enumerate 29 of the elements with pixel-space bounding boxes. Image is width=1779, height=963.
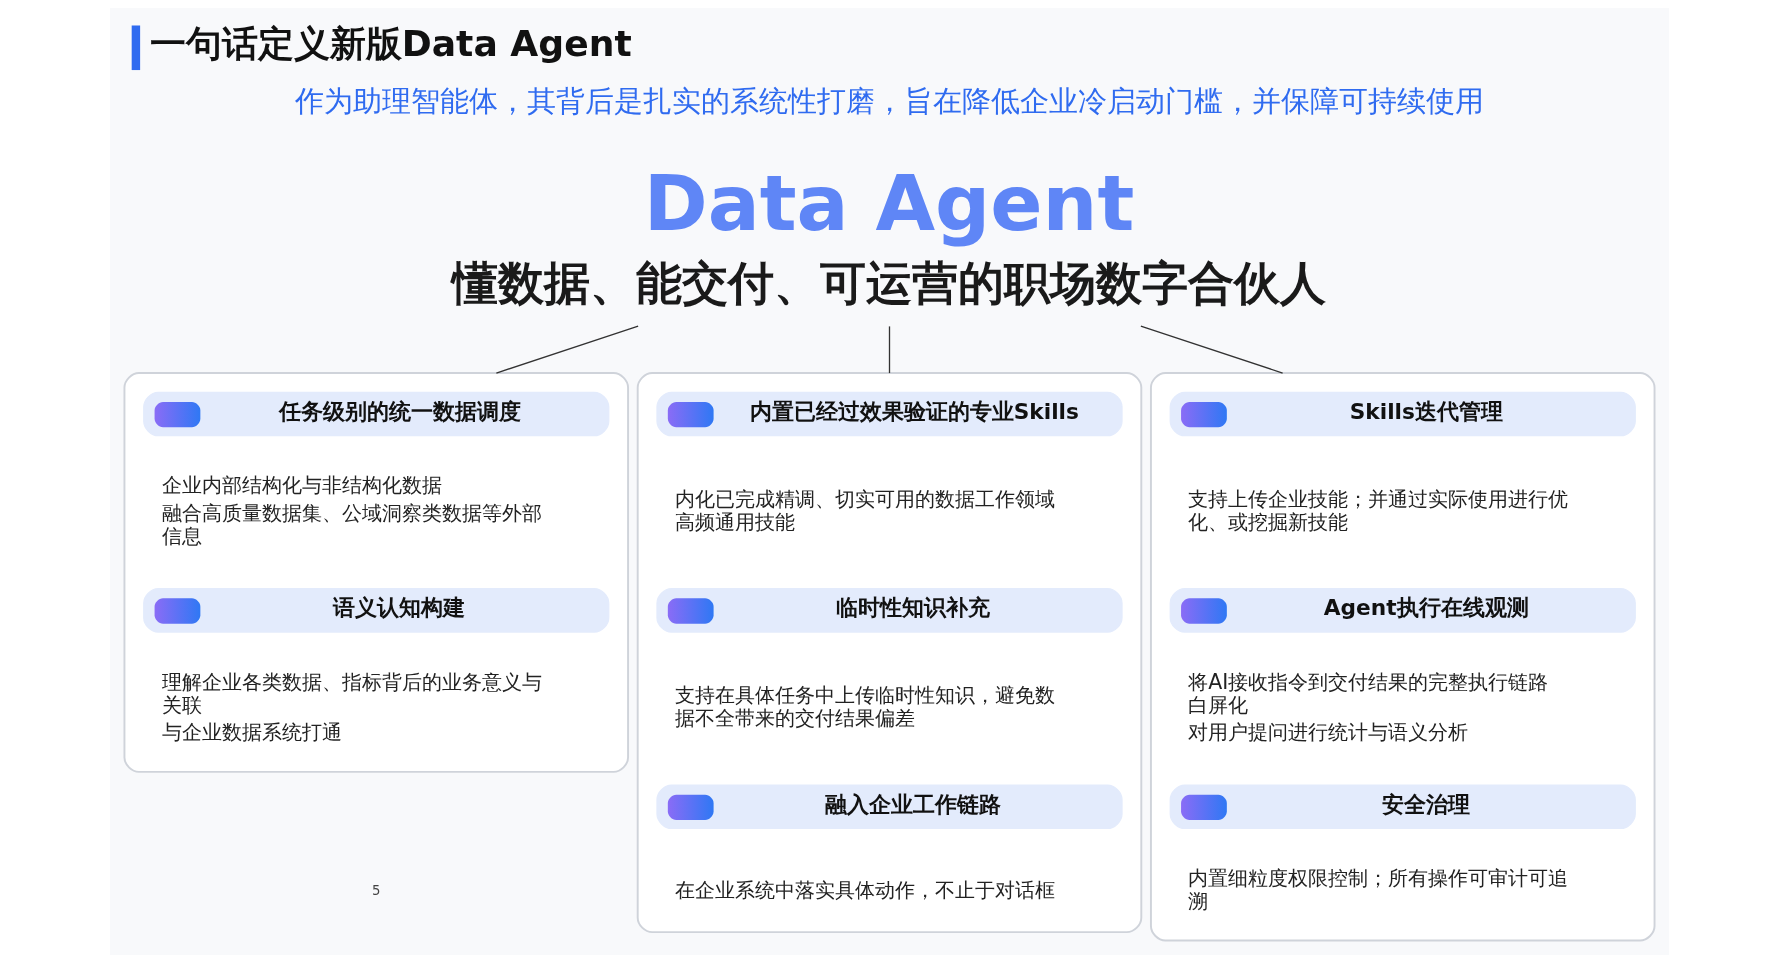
node-label: 支持在具体任务中上传临时性知识，避免数据不全带来的交付结果偏差 bbox=[675, 683, 1056, 730]
node-box: Agent执行在线观测 bbox=[1169, 588, 1636, 633]
connector bbox=[888, 325, 891, 374]
connector bbox=[495, 325, 639, 374]
node-label: 理解企业各类数据、指标背后的业务意义与关联 bbox=[161, 669, 542, 717]
node-box: 安全治理 bbox=[1169, 784, 1636, 830]
cluster bbox=[123, 372, 630, 773]
node-box: 内置已经过效果验证的专业Skills bbox=[656, 391, 1123, 437]
cluster bbox=[1149, 372, 1656, 942]
node-label: 将AI接收指令到交付结果的完整执行链路白屏化 bbox=[1188, 669, 1549, 717]
node-box: Skills迭代管理 bbox=[1169, 391, 1636, 437]
cluster bbox=[636, 372, 1143, 934]
connector bbox=[1140, 325, 1284, 374]
node-label: 在企业系统中落实具体动作，不止于对话框 bbox=[675, 877, 1056, 902]
node-label: 融合高质量数据集、公域洞察类数据等外部信息 bbox=[161, 501, 542, 549]
node-box: 融入企业工作链路 bbox=[656, 784, 1123, 830]
diagram-title: 一句话定义新版Data Agent bbox=[149, 21, 632, 65]
node-label: 内化已完成精调、切实可用的数据工作领域高频通用技能 bbox=[675, 486, 1056, 534]
node-label: 企业内部结构化与非结构化数据 bbox=[161, 473, 442, 498]
label: 5 bbox=[372, 882, 381, 898]
node-box: 任务级别的统一数据调度 bbox=[143, 391, 610, 437]
node-label: 支持上传企业技能；并通过实际使用进行优化、或挖掘新技能 bbox=[1188, 486, 1569, 534]
node-box: 临时性知识补充 bbox=[656, 588, 1123, 633]
node-label: 对用户提问进行统计与语义分析 bbox=[1188, 720, 1469, 745]
node-text: Data Agent 懂数据、能交付、可运营的职场数字合伙人 bbox=[452, 157, 1327, 310]
node-box: 语义认知构建 bbox=[143, 588, 610, 633]
node-label: 与企业数据系统打通 bbox=[161, 720, 342, 745]
label: 作为助理智能体，其背后是扎实的系统性打磨，旨在降低企业冷启动门槛，并保障可持续使用 bbox=[295, 83, 1484, 118]
node-label: 内置细粒度权限控制；所有操作可审计可追溯 bbox=[1188, 865, 1569, 913]
